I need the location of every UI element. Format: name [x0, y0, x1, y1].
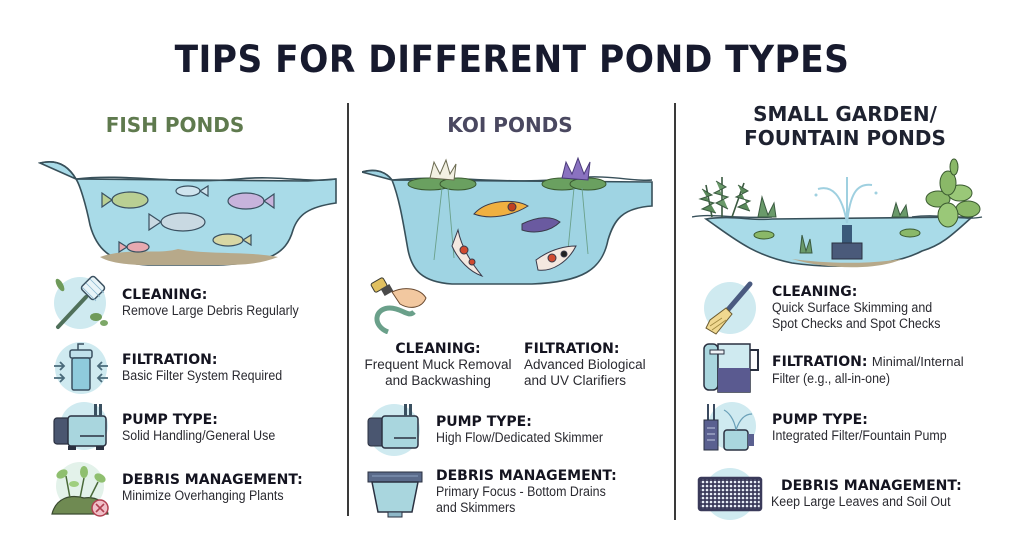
tip-description-line-2: Filter (e.g., all-in-one) [772, 371, 891, 386]
infographic-title: TIPS FOR DIFFERENT POND TYPES [174, 38, 850, 81]
filter-icon [50, 338, 112, 398]
brush-icon [700, 278, 762, 338]
column-divider-left [347, 103, 349, 516]
tip-description-line-2: and Skimmers [436, 500, 516, 515]
fish-tip-cleaning: CLEANING: Remove Large Debris Regularly [50, 273, 314, 333]
tip-label: DEBRIS MANAGEMENT: [436, 468, 617, 484]
net-icon [50, 273, 112, 333]
tip-label: PUMP TYPE: [436, 414, 532, 430]
tip-description-line-1: Primary Focus - Bottom Drains [436, 484, 606, 499]
tip-label: DEBRIS MANAGEMENT: [122, 472, 303, 488]
koi-tip-pump-type: PUMP TYPE: High Flow/Dedicated Skimmer [364, 400, 618, 460]
fish-pond-illustration [38, 155, 338, 270]
pump-icon [50, 398, 112, 458]
koi-ponds-heading: KOI PONDS [447, 113, 573, 137]
fish-tip-pump-type: PUMP TYPE: Solid Handling/General Use [50, 398, 289, 458]
tip-label: PUMP TYPE: [122, 412, 218, 428]
tip-description-line-1: Frequent Muck Removal [364, 357, 512, 372]
koi-tip-filtration: FILTRATION: Advanced Biological and UV C… [524, 341, 664, 389]
tip-description-line-1: Advanced Biological [524, 357, 646, 372]
garden-tip-debris-management: DEBRIS MANAGEMENT: Keep Large Leaves and… [697, 464, 966, 524]
pump-icon [364, 400, 426, 460]
tip-description-line-1: Quick Surface Skimming and [772, 300, 933, 315]
fern-icon [698, 177, 777, 218]
garden-tip-pump-type: PUMP TYPE: Integrated Filter/Fountain Pu… [700, 398, 962, 458]
tip-description-line-2: Spot Checks and Spot Checks [772, 316, 941, 331]
skimmer-box-icon [364, 462, 426, 522]
tip-description-inline: Minimal/Internal [871, 354, 964, 369]
koi-tip-cleaning: CLEANING: Frequent Muck Removal and Back… [354, 341, 522, 389]
hose-brush-icon [368, 272, 448, 334]
all-in-one-filter-icon [700, 340, 762, 400]
tip-description: Minimize Overhanging Plants [122, 488, 284, 503]
tip-description-line-2: and Backwashing [385, 373, 491, 388]
tip-label: CLEANING: [772, 284, 858, 300]
fish-tip-filtration: FILTRATION: Basic Filter System Required [50, 338, 296, 398]
tip-description: High Flow/Dedicated Skimmer [436, 430, 604, 445]
tip-label: FILTRATION: [524, 341, 620, 357]
fountain-pump-icon [700, 398, 762, 458]
tip-description: Remove Large Debris Regularly [122, 303, 299, 318]
tip-description: Keep Large Leaves and Soil Out [771, 494, 951, 509]
koi-pond-illustration [362, 150, 662, 290]
fish-icon [101, 184, 275, 254]
tip-label: CLEANING: [122, 287, 208, 303]
tip-description: Solid Handling/General Use [122, 428, 276, 443]
plants-debris-icon [50, 458, 112, 518]
koi-fish-icon [451, 200, 577, 278]
tip-label: DEBRIS MANAGEMENT: [781, 478, 962, 494]
fish-ponds-heading: FISH PONDS [105, 113, 245, 137]
hosta-plant-icon [925, 158, 981, 228]
tip-label: FILTRATION: [772, 354, 868, 370]
garden-tip-filtration: FILTRATION: Minimal/Internal Filter (e.g… [700, 340, 964, 400]
garden-heading-line-1: SMALL GARDEN/ [753, 102, 937, 126]
mesh-net-icon [697, 464, 763, 524]
garden-ponds-heading: SMALL GARDEN/ FOUNTAIN PONDS [700, 102, 990, 150]
tip-label: CLEANING: [395, 341, 481, 357]
tip-description: Basic Filter System Required [122, 368, 283, 383]
tip-description-line-2: and UV Clarifiers [524, 373, 627, 388]
tip-label: FILTRATION: [122, 352, 218, 368]
garden-heading-line-2: FOUNTAIN PONDS [744, 126, 946, 150]
garden-fountain-illustration [692, 155, 992, 270]
garden-tip-cleaning: CLEANING: Quick Surface Skimming and Spo… [700, 278, 955, 338]
tip-label: PUMP TYPE: [772, 412, 868, 428]
koi-tip-debris-management: DEBRIS MANAGEMENT: Primary Focus - Botto… [364, 462, 621, 522]
fish-tip-debris-management: DEBRIS MANAGEMENT: Minimize Overhanging … [50, 458, 303, 518]
tip-description: Integrated Filter/Fountain Pump [772, 428, 947, 443]
fountain-icon [814, 177, 878, 260]
water-lily-icon [407, 156, 607, 261]
column-divider-right [674, 103, 676, 520]
